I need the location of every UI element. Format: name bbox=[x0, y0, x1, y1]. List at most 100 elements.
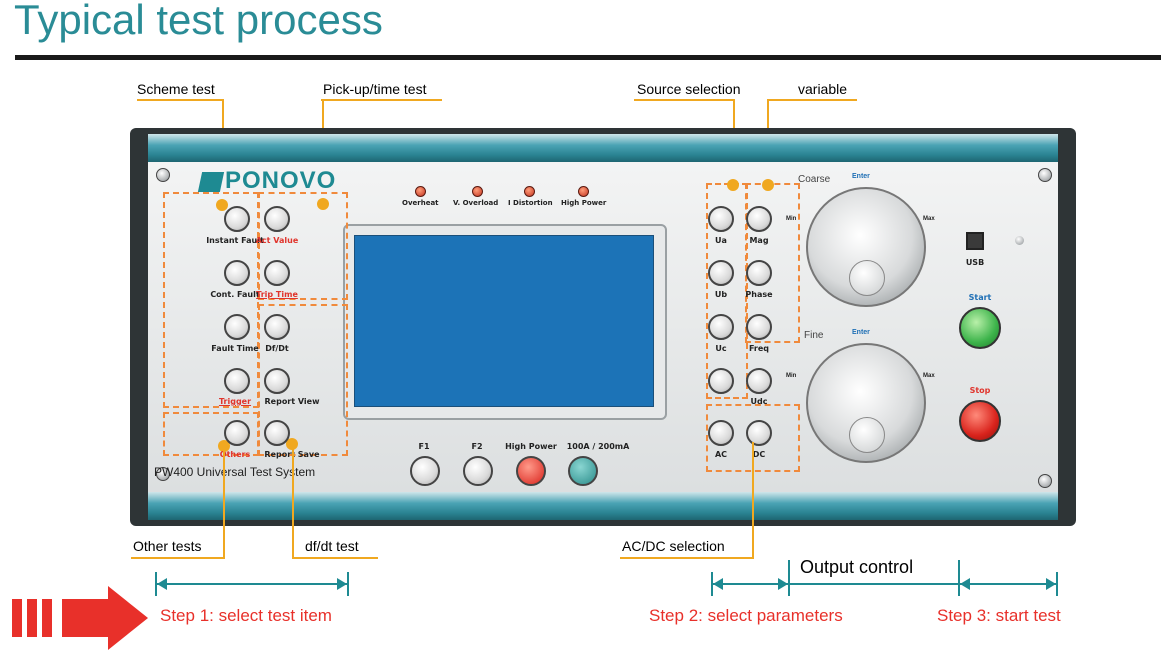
cont-fault-button[interactable] bbox=[224, 260, 250, 286]
start-label: Start bbox=[968, 293, 992, 302]
button-label: Report View bbox=[264, 397, 320, 406]
high-power-button[interactable] bbox=[516, 456, 546, 486]
bottom-rail bbox=[148, 492, 1058, 520]
bracket-line bbox=[157, 583, 347, 585]
start-button[interactable] bbox=[959, 307, 1001, 349]
max-label: Max bbox=[923, 373, 935, 379]
dfdt-button[interactable] bbox=[264, 314, 290, 340]
bracket-tick bbox=[347, 572, 349, 596]
uc-button[interactable] bbox=[708, 314, 734, 340]
led-label: High Power bbox=[561, 199, 607, 207]
button-label: Udc bbox=[750, 397, 768, 406]
instant-fault-button[interactable] bbox=[224, 206, 250, 232]
stop-button[interactable] bbox=[959, 400, 1001, 442]
dc-button[interactable] bbox=[746, 420, 772, 446]
button-label: Uc bbox=[715, 344, 727, 353]
ponovo-logo-icon bbox=[197, 172, 225, 192]
callout-scheme-test: Scheme test bbox=[137, 81, 215, 97]
callout-dot bbox=[762, 179, 774, 191]
bracket-line bbox=[790, 583, 958, 585]
button-label: Phase bbox=[745, 290, 773, 299]
arrow-body bbox=[62, 599, 110, 637]
button-label: Freq bbox=[748, 344, 770, 353]
step-2-text: Step 2: select parameters bbox=[649, 606, 843, 625]
callout-dot bbox=[286, 438, 298, 450]
led-indicator bbox=[524, 186, 535, 197]
trip-time-button[interactable] bbox=[264, 260, 290, 286]
button-label: High Power bbox=[505, 442, 557, 451]
callout-leader bbox=[752, 442, 754, 558]
callout-acdc-selection: AC/DC selection bbox=[622, 538, 725, 554]
step-1-text: Step 1: select test item bbox=[160, 606, 332, 625]
arrow-stripe bbox=[42, 599, 52, 637]
button-label: Others bbox=[219, 450, 251, 459]
screw-icon bbox=[156, 467, 170, 481]
report-save-button[interactable] bbox=[264, 420, 290, 446]
output-control-label: Output control bbox=[800, 557, 914, 577]
button-label: Act Value bbox=[255, 236, 299, 245]
button-label: Trigger bbox=[218, 397, 252, 406]
led-indicator bbox=[415, 186, 426, 197]
pickup-time-group bbox=[258, 192, 348, 300]
arrow-right-icon bbox=[337, 578, 347, 590]
callout-dot bbox=[216, 199, 228, 211]
screw-icon bbox=[156, 168, 170, 182]
button-label: Ub bbox=[714, 290, 728, 299]
model-label: PW400 Universal Test System bbox=[154, 465, 316, 479]
callout-underline bbox=[292, 557, 378, 559]
callout-underline bbox=[137, 99, 223, 101]
button-label: 100A / 200mA bbox=[566, 442, 630, 451]
bracket-tick bbox=[155, 572, 157, 596]
callout-pickup-time-test: Pick-up/time test bbox=[323, 81, 427, 97]
arrow-left-icon bbox=[713, 578, 723, 590]
arrow-left-icon bbox=[960, 578, 970, 590]
callout-variable: variable bbox=[798, 81, 848, 97]
ua-button[interactable] bbox=[708, 206, 734, 232]
button-label: Df/Dt bbox=[265, 344, 289, 353]
bracket-tick bbox=[1056, 572, 1058, 596]
range-button[interactable] bbox=[568, 456, 598, 486]
ac-button[interactable] bbox=[708, 420, 734, 446]
callout-underline bbox=[131, 557, 225, 559]
f1-button[interactable] bbox=[410, 456, 440, 486]
act-value-button[interactable] bbox=[264, 206, 290, 232]
button-label: Trip Time bbox=[256, 290, 298, 299]
phase-button[interactable] bbox=[746, 260, 772, 286]
min-label: Min bbox=[786, 373, 797, 379]
arrow-stripe bbox=[27, 599, 37, 637]
button-label: F2 bbox=[471, 442, 483, 451]
led-indicator bbox=[472, 186, 483, 197]
arrow-right-icon bbox=[778, 578, 788, 590]
big-red-arrow-icon bbox=[108, 586, 148, 650]
freq-button[interactable] bbox=[746, 314, 772, 340]
trigger-button[interactable] bbox=[224, 368, 250, 394]
callout-leader bbox=[223, 450, 225, 558]
lcd-display bbox=[354, 235, 654, 407]
dfdt-group bbox=[258, 304, 348, 456]
f2-button[interactable] bbox=[463, 456, 493, 486]
fault-time-button[interactable] bbox=[224, 314, 250, 340]
bracket-tick bbox=[711, 572, 713, 596]
button-label: AC bbox=[714, 450, 728, 459]
report-view-button[interactable] bbox=[264, 368, 290, 394]
callout-dot bbox=[727, 179, 739, 191]
button-label: Ua bbox=[715, 236, 727, 245]
enter-label: Enter bbox=[852, 329, 870, 336]
callout-underline bbox=[767, 99, 857, 101]
mag-button[interactable] bbox=[746, 206, 772, 232]
title-divider bbox=[15, 55, 1161, 60]
udc-button[interactable] bbox=[746, 368, 772, 394]
arrow-right-icon bbox=[1046, 578, 1056, 590]
ub-button[interactable] bbox=[708, 260, 734, 286]
knob-grip bbox=[849, 260, 885, 296]
callout-underline bbox=[634, 99, 734, 101]
arrow-stripe bbox=[12, 599, 22, 637]
source-button[interactable] bbox=[708, 368, 734, 394]
usb-port-icon bbox=[966, 232, 984, 250]
enter-label: Enter bbox=[852, 173, 870, 180]
min-label: Min bbox=[786, 216, 797, 222]
led-label: Overheat bbox=[402, 199, 439, 207]
others-button[interactable] bbox=[224, 420, 250, 446]
bracket-tick bbox=[958, 560, 960, 596]
max-label: Max bbox=[923, 216, 935, 222]
